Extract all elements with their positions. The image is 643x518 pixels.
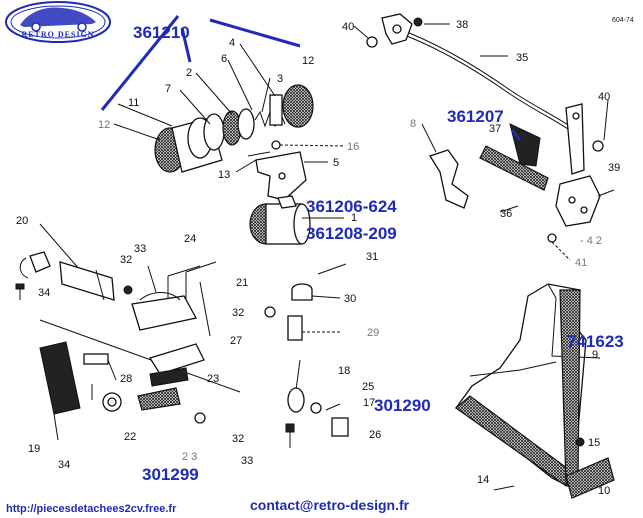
callout-36: 36 (500, 208, 512, 220)
ref-361207: 361207 (447, 107, 504, 126)
callout-21: 21 (236, 277, 248, 289)
callout-13: 13 (218, 169, 230, 181)
callout-23: 23 (207, 373, 219, 385)
callout-27: 27 (230, 335, 242, 347)
callout-33-lower: 33 (241, 455, 253, 467)
callout-35: 35 (516, 52, 528, 64)
callout-17: 17 (363, 397, 375, 409)
callout-1: 1 (351, 212, 357, 224)
callout-34-upper: 34 (38, 287, 50, 299)
callout-40-top: 40 (342, 21, 354, 33)
callout-6: 6 (221, 53, 227, 65)
callout-3: 3 (277, 73, 283, 85)
callout-41: 41 (575, 257, 587, 269)
filter-disc-right (282, 84, 314, 128)
callout-29: 29 (367, 327, 379, 339)
pedal-pad (39, 341, 81, 415)
part-number-callouts: 1 2 3 4 5 6 7 8 9 10 11 12 12 13 14 15 1… (16, 19, 620, 497)
callout-8: 8 (410, 118, 416, 130)
callout-10: 10 (598, 485, 610, 497)
callout-14: 14 (477, 474, 489, 486)
ref-301299: 301299 (142, 465, 199, 484)
cable-assembly-drawing (353, 13, 615, 261)
callout-5: 5 (333, 157, 339, 169)
callout-25: 25 (362, 381, 374, 393)
callout-23-lower: 2 3 (182, 451, 197, 463)
callout-22: 22 (124, 431, 136, 443)
callout-33-upper: 33 (134, 243, 146, 255)
clutch-assembly-drawing (100, 15, 346, 245)
callout-15: 15 (588, 437, 600, 449)
callout-32-upper: 32 (120, 254, 132, 266)
callout-16: 16 (347, 141, 359, 153)
callout-30: 30 (344, 293, 356, 305)
callout-9: 9 (592, 349, 598, 361)
callout-18: 18 (338, 365, 350, 377)
callout-11: 11 (128, 97, 139, 109)
callout-19: 19 (28, 443, 40, 455)
callout-24: 24 (184, 233, 196, 245)
callout-42: - 4 2 (580, 235, 602, 247)
callout-37: 37 (489, 123, 501, 135)
callout-2: 2 (186, 67, 192, 79)
callout-26: 26 (369, 429, 381, 441)
callout-39: 39 (608, 162, 620, 174)
ref-361206-624: 361206-624 (306, 197, 397, 216)
callout-32-middle: 32 (232, 307, 244, 319)
website-link[interactable]: http://piecesdetachees2cv.free.fr (6, 503, 177, 515)
callout-28: 28 (120, 373, 132, 385)
logo-text: RETRO DESIGN (21, 30, 94, 39)
car-silhouette-icon (20, 7, 96, 27)
contact-email[interactable]: contact@retro-design.fr (250, 497, 410, 513)
ref-741623: 741623 (567, 332, 624, 351)
ref-361210: 361210 (133, 23, 190, 42)
retro-design-logo: RETRO DESIGN (5, 1, 111, 43)
callout-20: 20 (16, 215, 28, 227)
callout-34-lower: 34 (58, 459, 70, 471)
drawing-code: 604-74 (612, 17, 634, 24)
callout-12-right: 12 (302, 55, 314, 67)
callout-32-lower: 32 (232, 433, 244, 445)
pedal-shaft-drawing (15, 223, 349, 448)
callout-31: 31 (366, 251, 378, 263)
callout-7: 7 (165, 83, 171, 95)
callout-40-right: 40 (598, 91, 610, 103)
callout-4: 4 (229, 37, 235, 49)
ref-361208-209: 361208-209 (306, 224, 397, 243)
callout-38: 38 (456, 19, 468, 31)
callout-12-left: 12 (98, 119, 110, 131)
support-frame-drawing (455, 283, 615, 499)
ref-301290: 301290 (374, 396, 431, 415)
